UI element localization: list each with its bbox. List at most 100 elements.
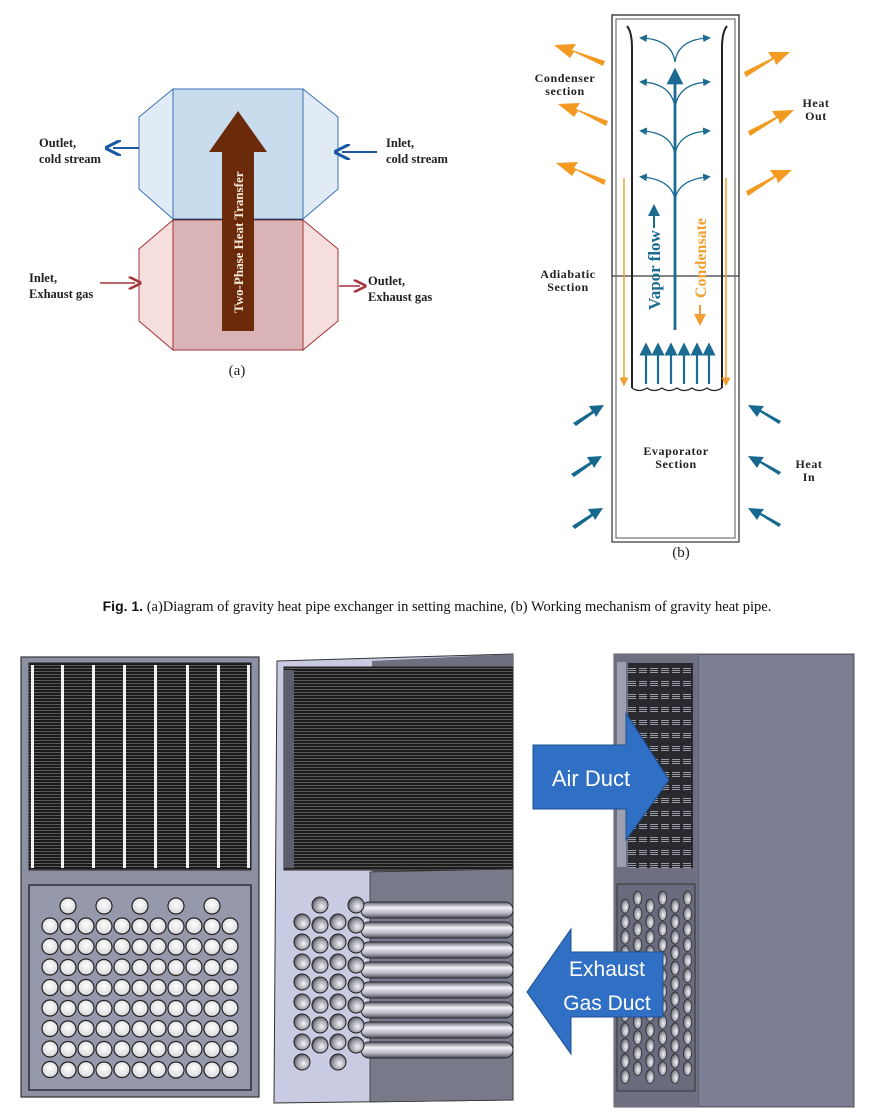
- tube-hole: [167, 958, 185, 977]
- tube-hole: [682, 890, 693, 906]
- tube-hole: [311, 936, 329, 954]
- tube-hole: [311, 916, 329, 934]
- outlet-exhaust-label-2: Exhaust gas: [368, 290, 432, 304]
- tube-hole: [329, 1053, 347, 1071]
- tube-hole: [632, 1061, 643, 1076]
- tube-hole: [311, 896, 329, 914]
- tube-hole: [41, 999, 59, 1017]
- tube-hole: [645, 929, 655, 945]
- tube-hole: [59, 897, 77, 915]
- tube-hole: [131, 999, 149, 1018]
- tube-hole: [221, 999, 239, 1017]
- tube-hole: [657, 1061, 668, 1076]
- evaporator-label-2: Section: [655, 457, 697, 471]
- tube-hole: [95, 897, 113, 915]
- heat-pipe-tube: [360, 1021, 514, 1039]
- tube-hole: [670, 1022, 680, 1038]
- isometric-cutaway-render: [273, 653, 514, 1104]
- air-duct-label: Air Duct: [552, 766, 630, 791]
- tube-hole: [682, 968, 693, 983]
- tube-hole: [185, 978, 203, 997]
- inlet-exhaust-label-1: Inlet,: [29, 271, 57, 285]
- tube-hole: [670, 1069, 680, 1084]
- tube-hole: [329, 953, 347, 971]
- tube-hole: [203, 897, 221, 915]
- tube-hole: [221, 917, 239, 935]
- tube-hole: [632, 937, 643, 952]
- tube-hole: [620, 1038, 630, 1053]
- tube-hole: [113, 958, 131, 976]
- tube-hole: [329, 933, 347, 951]
- tube-holes-cutaway: [293, 896, 365, 1071]
- tube-hole: [203, 938, 221, 956]
- tube-hole: [167, 1040, 185, 1059]
- panel-a-diagram: Two-Phase Heat Transfer Outlet, cold str…: [29, 87, 448, 379]
- tube-hole: [131, 938, 149, 956]
- tube-hole: [167, 938, 185, 956]
- tube-hole: [203, 999, 221, 1018]
- tube-hole: [59, 1061, 77, 1079]
- condenser-fin-bank: [28, 662, 252, 871]
- tube-hole: [632, 890, 643, 906]
- heat-pipe-tube: [360, 961, 514, 979]
- tube-hole: [670, 976, 680, 991]
- tube-hole: [167, 1061, 185, 1079]
- tube-hole: [41, 1060, 59, 1079]
- air-duct-arrow: [532, 711, 670, 842]
- tube-hole: [113, 978, 131, 997]
- tube-hole: [293, 1053, 311, 1071]
- tube-hole: [131, 897, 149, 915]
- heat-pipe-inner-wall: [615, 18, 736, 539]
- tube-hole: [670, 914, 680, 929]
- tube-hole: [311, 996, 329, 1014]
- heat-pipe-tube: [360, 921, 514, 939]
- tube-hole: [632, 906, 643, 921]
- tube-hole: [657, 1030, 668, 1045]
- tube-hole: [167, 897, 185, 915]
- tube-hole: [131, 917, 149, 936]
- heat-in-label-2: In: [803, 470, 816, 484]
- heat-pipe-tube: [360, 981, 514, 999]
- exhaust-left-cap: [138, 218, 174, 352]
- tube-hole: [185, 1019, 203, 1038]
- tube-hole: [657, 906, 668, 921]
- tube-hole: [185, 1040, 203, 1058]
- tube-hole: [203, 1040, 221, 1059]
- tube-hole: [645, 1022, 655, 1038]
- tube-hole: [59, 979, 77, 997]
- tube-hole: [670, 898, 680, 914]
- figure-1-caption: Fig. 1. (a)Diagram of gravity heat pipe …: [0, 598, 874, 616]
- tube-hole: [59, 1020, 77, 1038]
- tube-hole: [221, 937, 239, 956]
- heat-transfer-arrow: [209, 111, 267, 331]
- tube-hole: [167, 979, 185, 997]
- tube-hole: [347, 996, 365, 1014]
- tube-hole: [620, 1069, 630, 1084]
- tube-hole: [95, 1020, 113, 1038]
- tube-hole: [203, 1061, 221, 1079]
- tube-hole: [59, 938, 77, 956]
- tube-hole: [131, 958, 149, 977]
- tube-hole: [329, 913, 347, 931]
- tube-hole: [682, 1061, 693, 1076]
- tube-hole: [185, 1060, 203, 1079]
- tube-hole: [645, 1053, 655, 1069]
- tube-hole: [59, 1040, 77, 1059]
- tube-holes-front: [41, 897, 239, 1079]
- tube-hole: [95, 979, 113, 997]
- tube-hole: [185, 937, 203, 956]
- tube-hole: [657, 937, 668, 952]
- tube-hole: [113, 999, 131, 1017]
- heat-in-arrows: [571, 405, 781, 529]
- tube-hole: [657, 890, 668, 906]
- heat-out-label-2: Out: [805, 109, 827, 123]
- tube-hole: [670, 960, 680, 976]
- tube-hole: [131, 979, 149, 997]
- tube-hole: [620, 1053, 630, 1069]
- tube-hole: [329, 973, 347, 991]
- tube-hole: [149, 917, 167, 935]
- figure-label: Fig. 1.: [102, 598, 144, 614]
- tube-hole: [185, 917, 203, 935]
- heat-in-label-1: Heat: [795, 457, 822, 471]
- tube-hole: [203, 917, 221, 936]
